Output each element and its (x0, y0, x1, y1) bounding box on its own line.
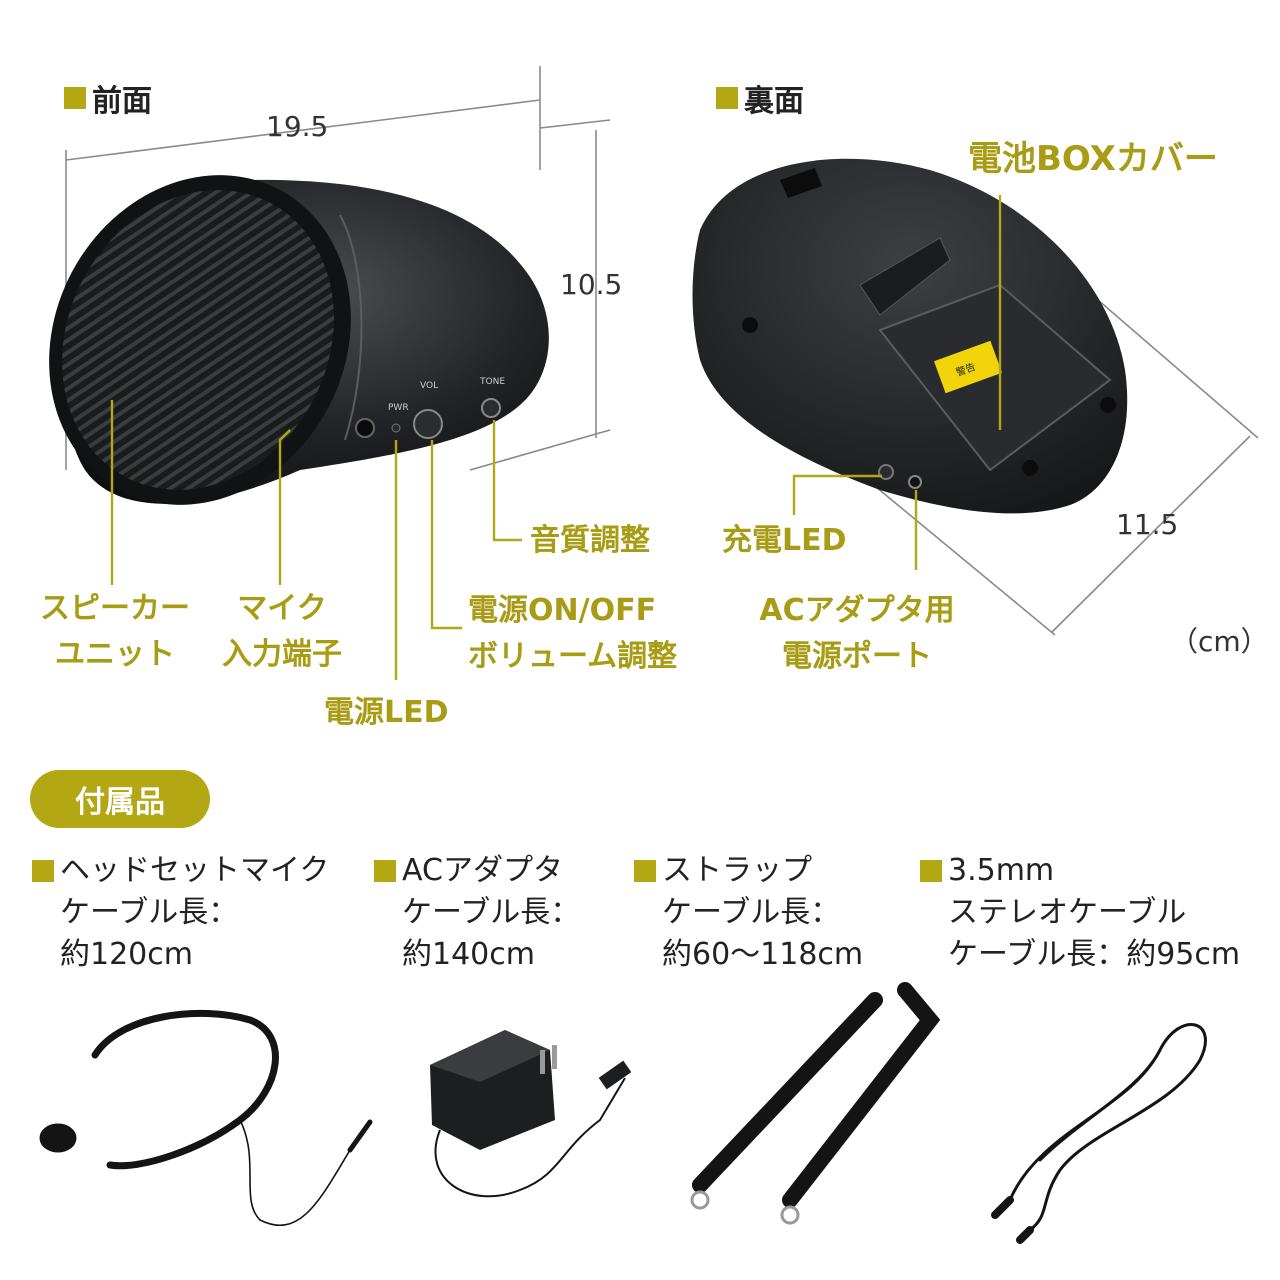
callout-charge-led: 充電LED (722, 523, 847, 558)
callout-ac-port: ACアダプタ用電源ポート (759, 593, 955, 674)
square-bullet-icon (374, 860, 396, 882)
back-speaker: 警告 (692, 158, 1128, 514)
battery-cover-label: 電池BOXカバー (968, 139, 1218, 179)
front-speaker: VOL TONE PWR (49, 175, 549, 505)
depth-dimension: 11.5 (1116, 508, 1179, 541)
width-dimension: 19.5 (266, 110, 329, 143)
callout-tone: 音質調整 (530, 523, 650, 558)
ac-adapter-illustration (430, 1030, 632, 1198)
square-bullet-icon (634, 860, 656, 882)
height-dimension: 10.5 (560, 268, 623, 301)
accessory-ac-adapter: ACアダプタ ケーブル長： 約140cm (374, 850, 580, 976)
leader-lines (110, 195, 1002, 680)
accessories-badge: 付属品 (30, 770, 210, 828)
accessory-strap: ストラップ ケーブル長： 約60〜118cm (634, 850, 863, 976)
stereo-cable-illustration (991, 1023, 1207, 1244)
front-section-title: 前面 (64, 76, 152, 120)
headset-mic-illustration (39, 1009, 373, 1226)
pwr-label: PWR (388, 403, 409, 413)
callout-speaker-unit: スピーカーユニット (40, 591, 190, 672)
back-section-title: 裏面 (716, 76, 804, 120)
unit-label: （cm） (1170, 625, 1269, 658)
square-bullet-icon (64, 87, 86, 109)
square-bullet-icon (920, 860, 942, 882)
tone-label: TONE (479, 377, 505, 387)
vol-label: VOL (420, 381, 438, 391)
strap-illustration (690, 982, 941, 1225)
callout-power-led: 電源LED (324, 695, 449, 730)
callout-mic-input: マイク入力端子 (222, 591, 342, 672)
square-bullet-icon (716, 87, 738, 109)
square-bullet-icon (32, 860, 54, 882)
accessory-stereo-cable: 3.5mm ステレオケーブル ケーブル長：約95cm (920, 850, 1240, 976)
accessory-headset-mic: ヘッドセットマイク ケーブル長： 約120cm (32, 850, 329, 976)
